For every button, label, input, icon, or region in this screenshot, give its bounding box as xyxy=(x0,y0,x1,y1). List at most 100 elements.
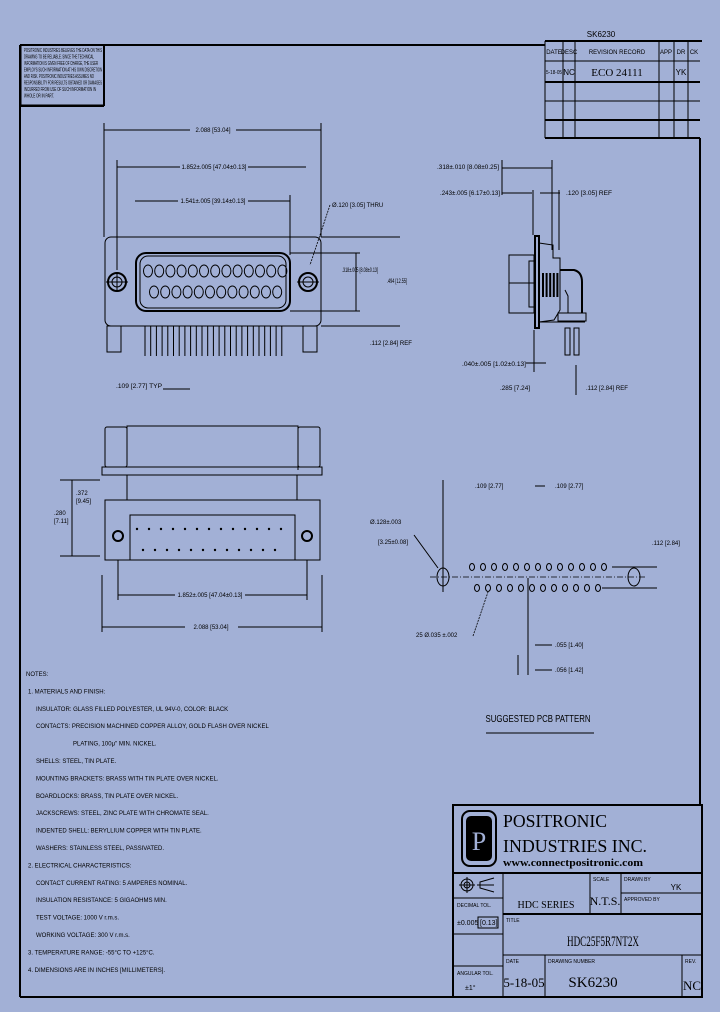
dim-mount: 1.852±.005 [47.04±0.13] xyxy=(182,165,247,171)
decimal-tol-mm: [0.13] xyxy=(480,920,498,927)
coil xyxy=(545,273,548,297)
pcb-pattern: .109 [2.77] .109 [2.77] Ø.128±.003 [3.25… xyxy=(370,480,680,734)
tail-point xyxy=(255,527,259,531)
angular-tol-label: ANGULAR TOL. xyxy=(457,971,494,977)
dim-flange-height: .494 [12.55] xyxy=(387,279,407,285)
decimal-tol-label: DECIMAL TOL. xyxy=(457,903,491,909)
title-block: P POSITRONIC INDUSTRIES INC. www.connect… xyxy=(452,804,703,998)
rev: NC xyxy=(683,978,701,993)
contact xyxy=(249,285,260,299)
pcb-holes xyxy=(469,563,607,592)
note-line: SHELLS: STEEL, TIN PLATE. xyxy=(36,759,116,765)
tail-point xyxy=(147,527,151,531)
bottom-dim-c: .280 xyxy=(54,511,66,517)
tail-point xyxy=(159,527,163,531)
disclaimer-line: WHOLE OR IN PART. xyxy=(24,94,54,100)
pcb-hole-callout-2: [3.25±0.08] xyxy=(378,540,408,546)
tail-point xyxy=(261,548,265,552)
contact xyxy=(216,285,227,299)
pcb-hole xyxy=(584,584,590,592)
tail-point xyxy=(183,527,187,531)
pcb-hole xyxy=(469,563,475,571)
pcb-hole xyxy=(568,563,574,571)
tail-point xyxy=(231,527,235,531)
pcb-hole xyxy=(491,563,497,571)
coil xyxy=(542,273,544,297)
note-line: INSULATION RESISTANCE: 5 GIGAOHMS MIN. xyxy=(36,898,167,904)
date-label: DATE xyxy=(506,959,520,965)
side-dim-a: .318±.010 [8.08±0.25] xyxy=(437,165,499,171)
side-dim-e: .285 [7.24] xyxy=(500,386,530,392)
logo-letter: P xyxy=(472,827,486,856)
pcb-dim-a: .109 [2.77] xyxy=(475,484,504,490)
pcb-hole xyxy=(474,584,480,592)
scale-label: SCALE xyxy=(593,877,610,883)
series: HDC SERIES xyxy=(518,900,575,911)
pcb-dim-c: .055 [1.40] xyxy=(555,643,584,649)
disclaimer-line: AND RISK. POSITRONIC INDUSTRIES ASSUMES … xyxy=(24,74,94,80)
approved-by-label: APPROVED BY xyxy=(624,897,661,903)
tail-point xyxy=(207,527,211,531)
third-angle-projection-icon xyxy=(459,877,495,893)
pcb-hole xyxy=(535,563,541,571)
pcb-hole xyxy=(480,563,486,571)
contact xyxy=(277,264,288,278)
bottom-dim-d: [7.11] xyxy=(54,519,69,525)
note-line: 4. DIMENSIONS ARE IN INCHES [MILLIMETERS… xyxy=(28,968,165,974)
pcb-hole xyxy=(513,563,519,571)
drawn-by-label: DRAWN BY xyxy=(624,877,651,883)
angular-tol: ±1° xyxy=(465,984,476,992)
company-logo: P xyxy=(461,810,497,867)
disclaimer-box: POSITRONIC INDUSTRIES BELIEVES THE DATA … xyxy=(20,44,105,107)
pcb-hole-callout-1: Ø.128±.003 xyxy=(370,520,402,526)
drawing-number-top: SK6230 xyxy=(587,30,616,39)
note-line: TEST VOLTAGE: 1000 V r.m.s. xyxy=(36,916,119,922)
tail-point xyxy=(165,548,169,552)
pcb-hole xyxy=(485,584,491,592)
boardlock-right xyxy=(302,325,318,353)
contact xyxy=(199,264,209,278)
contact xyxy=(176,264,187,278)
coil xyxy=(552,273,555,297)
note-line: BOARDLOCKS: BRASS, TIN PLATE OVER NICKEL… xyxy=(36,794,178,800)
side-dim-d: .040±.005 [1.02±0.13] xyxy=(462,362,526,368)
pcb-hole xyxy=(540,584,546,592)
note-line: INDENTED SHELL: BERYLLIUM COPPER WITH TI… xyxy=(36,829,202,835)
contact xyxy=(266,264,277,278)
rev-header-ck: CK xyxy=(690,50,698,56)
disclaimer-line: DRAWING TO BE RELIABLE. SINCE THE TECHNI… xyxy=(24,55,94,61)
dim-overall: 2.088 [53.04] xyxy=(195,128,230,134)
coil xyxy=(556,273,559,297)
note-line: CONTACT CURRENT RATING: 5 AMPERES NOMINA… xyxy=(36,881,188,887)
tail-point xyxy=(279,527,283,531)
contact-tails xyxy=(144,326,283,356)
rev-header-date: DATE xyxy=(546,50,562,56)
disclaimer-line: EMPLOYS SUCH INFORMATION AT HIS OWN DISC… xyxy=(24,68,102,74)
company-line2: INDUSTRIES INC. xyxy=(503,836,647,856)
pcb-hole xyxy=(601,563,607,571)
coil xyxy=(549,273,552,297)
note-line: JACKSCREWS: STEEL, ZINC PLATE WITH CHROM… xyxy=(36,811,209,817)
dim-shell-height: .318±.005 [8.08±0.13] xyxy=(342,268,378,274)
side-coils xyxy=(542,273,559,297)
mounting-hole-right xyxy=(297,272,319,292)
contact xyxy=(160,285,171,299)
note-line: WORKING VOLTAGE: 300 V r.m.s. xyxy=(36,933,130,939)
note-line: CONTACTS: PRECISION MACHINED COPPER ALLO… xyxy=(36,724,269,730)
pcb-pin-callout: 25 Ø.035 ±.002 xyxy=(416,633,458,639)
note-line: MOUNTING BRACKETS: BRASS WITH TIN PLATE … xyxy=(36,776,219,782)
contact xyxy=(193,285,204,299)
tail-point xyxy=(171,527,175,531)
rev-date: 5-18-05 xyxy=(546,70,562,76)
drawing-number-label: DRAWING NUMBER xyxy=(548,959,595,965)
pcb-hole xyxy=(573,584,579,592)
contact xyxy=(255,264,265,278)
pcb-hole xyxy=(579,563,585,571)
pcb-hole xyxy=(557,563,563,571)
tail-point xyxy=(237,548,241,552)
pcb-hole xyxy=(546,563,552,571)
note-line: WASHERS: STAINLESS STEEL, PASSIVATED. xyxy=(36,846,164,852)
tail-point xyxy=(201,548,205,552)
contact xyxy=(205,285,215,299)
tail-point xyxy=(249,548,253,552)
